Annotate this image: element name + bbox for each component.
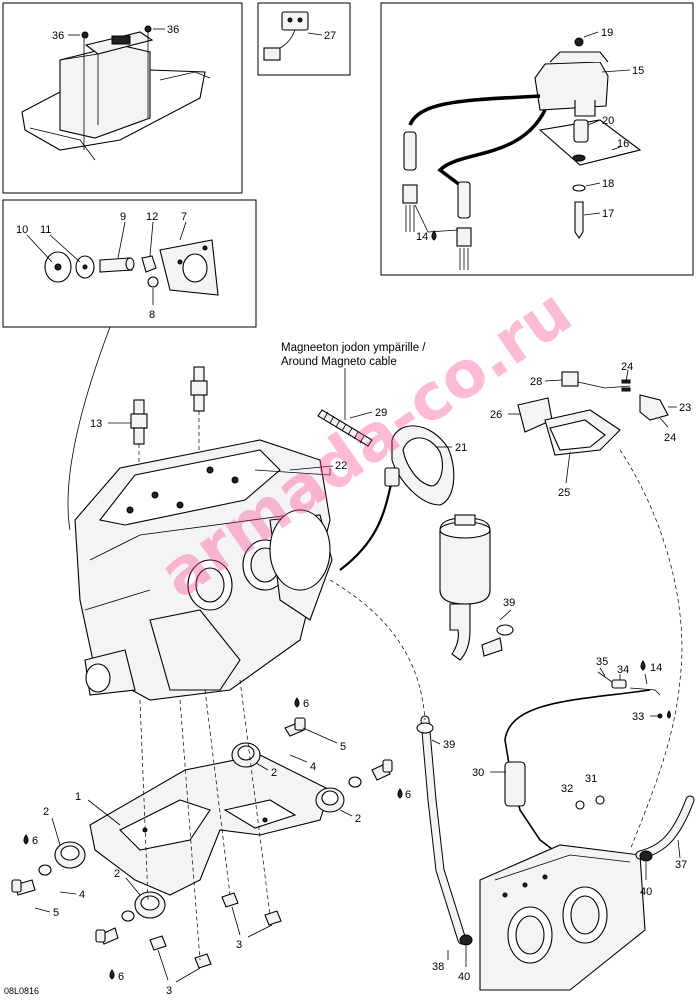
callout-17: 17 (602, 208, 614, 220)
callout-36-left: 36 (52, 30, 64, 42)
cable-sleeve-30 (504, 761, 526, 807)
callout-2-b: 2 (355, 813, 361, 825)
carburetor-assembly (479, 844, 646, 991)
callout-14-coil: 14 (416, 231, 428, 243)
callout-10: 10 (16, 224, 28, 236)
callout-18: 18 (602, 178, 614, 190)
callout-3-b: 3 (166, 985, 172, 997)
callout-35: 35 (596, 656, 608, 668)
callout-33: 33 (632, 711, 644, 723)
callout-22: 22 (335, 460, 347, 472)
callout-13: 13 (90, 418, 102, 430)
document-id: 08L0816 (4, 986, 39, 996)
callout-21: 21 (455, 442, 467, 454)
callout-7: 7 (181, 211, 187, 223)
ht-cable-right (437, 109, 547, 187)
magneto-cable-note-line2: Around Magneto cable (281, 356, 397, 368)
callout-2-c: 2 (43, 806, 49, 818)
rotary-valve-parts (44, 239, 219, 296)
sealant-drop-icon (640, 660, 646, 671)
callout-36-right: 36 (167, 24, 179, 36)
spark-plug-cap-right (456, 181, 472, 270)
spring-part (317, 409, 373, 447)
callout-29: 29 (375, 407, 387, 419)
callout-8: 8 (149, 309, 155, 321)
magneto-cable-note-line1: Magneeton jodon ympärille / (281, 342, 426, 354)
callout-38: 38 (432, 961, 444, 973)
callout-32: 32 (561, 783, 573, 795)
callout-4-b: 4 (79, 889, 85, 901)
callout-12: 12 (146, 211, 158, 223)
callout-16: 16 (617, 138, 629, 150)
callout-23: 23 (679, 402, 691, 414)
callout-5-b: 5 (53, 907, 59, 919)
callout-40-bottom: 40 (458, 971, 470, 983)
callout-4-a: 4 (310, 761, 316, 773)
callout-6-b: 6 (405, 789, 411, 801)
callout-2-a: 2 (271, 767, 277, 779)
callout-40-right: 40 (640, 886, 652, 898)
callout-6-d: 6 (118, 971, 124, 983)
starter-handle (384, 425, 455, 506)
callout-34: 34 (617, 664, 629, 676)
spark-plugs (130, 366, 208, 445)
sealant-drop-icon (431, 230, 437, 241)
callout-30: 30 (472, 767, 484, 779)
callout-14-fitting: 14 (650, 662, 662, 674)
sealant-drop-icon (397, 788, 403, 799)
spark-plug-cap-left (402, 131, 418, 232)
callout-25: 25 (558, 487, 570, 499)
engine-mount-plate (89, 754, 331, 896)
mount-nuts (149, 892, 282, 969)
hose-38 (421, 716, 466, 944)
callout-37: 37 (675, 859, 687, 871)
inset-box-ignition-coil (380, 2, 694, 276)
ht-cable-left (408, 94, 541, 126)
throttle-cable (504, 689, 651, 861)
callout-31: 31 (585, 773, 597, 785)
callout-9: 9 (120, 211, 126, 223)
mount-bolts (11, 717, 393, 945)
sealant-drop-icon (23, 834, 29, 845)
callout-39-bottom: 39 (443, 739, 455, 751)
callout-6-a: 6 (303, 698, 309, 710)
callout-28: 28 (530, 376, 542, 388)
clamp-40-bottom (459, 934, 473, 946)
magneto-cable (339, 479, 394, 571)
callout-24-bottom: 24 (664, 432, 676, 444)
fitting-parts (597, 671, 663, 719)
clamp-40-right (639, 850, 653, 862)
clamp-39-top (496, 624, 514, 636)
ignition-coil-part (534, 37, 642, 239)
callout-6-c: 6 (32, 835, 38, 847)
callout-39-top: 39 (503, 597, 515, 609)
oil-reservoir (439, 514, 503, 661)
clamp-39-bottom (416, 722, 434, 734)
washer-31 (595, 795, 605, 805)
callout-24-top: 24 (621, 361, 633, 373)
cable-guide (254, 468, 331, 476)
callout-19: 19 (601, 27, 613, 39)
callout-27: 27 (324, 30, 336, 42)
callout-15: 15 (632, 65, 644, 77)
recoil-starter (269, 509, 331, 591)
callout-5-a: 5 (340, 741, 346, 753)
callout-1: 1 (75, 791, 81, 803)
sealant-drop-icon (667, 710, 671, 719)
callout-2-d: 2 (114, 868, 120, 880)
callout-20: 20 (602, 115, 614, 127)
switch-part (263, 11, 309, 61)
washer-32 (575, 800, 585, 810)
rubber-mounts (54, 742, 345, 919)
callout-11: 11 (40, 224, 51, 236)
sealant-drop-icon (109, 969, 115, 980)
ecu-bracket-assembly (21, 30, 211, 161)
callout-3-a: 3 (236, 939, 242, 951)
callout-26: 26 (490, 409, 502, 421)
sealant-drop-icon (294, 697, 300, 708)
mount-spacers (38, 776, 362, 922)
